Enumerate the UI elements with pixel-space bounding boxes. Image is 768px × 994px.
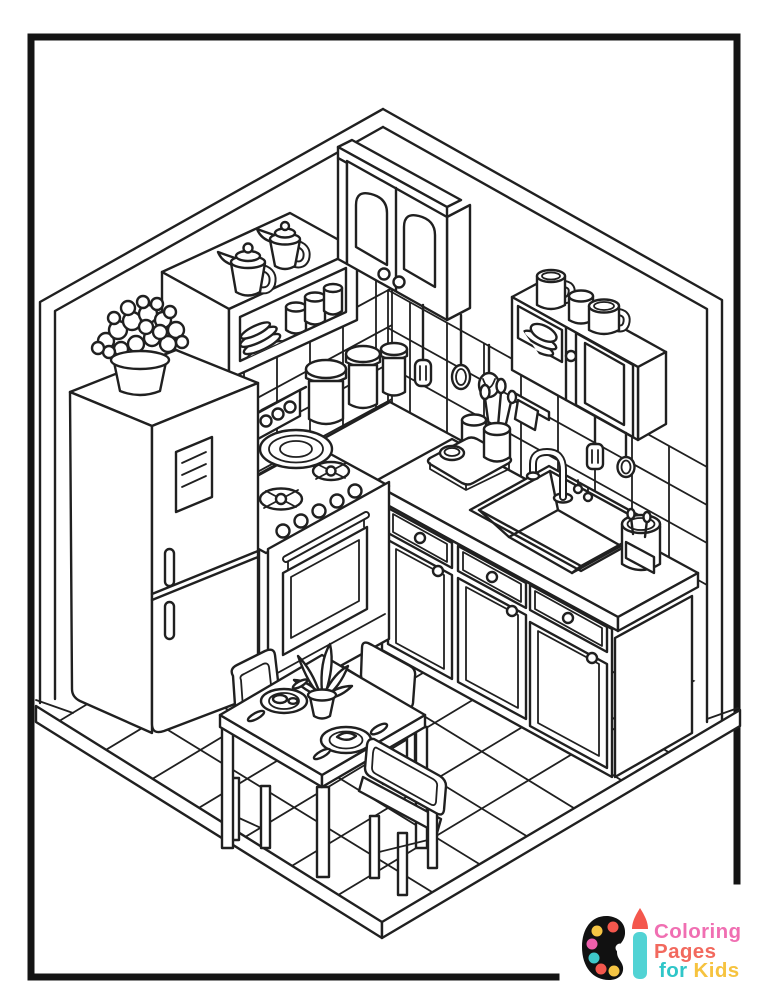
drawers [386,506,609,654]
brush-tip-icon [632,908,648,929]
table-leg [220,725,235,850]
teapot [216,242,277,297]
fridge-handle [163,600,176,641]
logo-word-kids: Kids [694,959,740,982]
cabinet-knob [564,349,578,363]
cookware-pan [258,428,334,470]
fridge-note [174,435,214,514]
table-leg [315,785,331,879]
corner-wall-cabinet [336,138,472,322]
teapot [255,220,311,271]
towel [513,398,540,432]
fridge-handle [163,547,176,588]
logo-line3: for Kids [659,959,740,982]
palette-dot [591,925,603,937]
table-plant [292,642,354,720]
spice-canisters [304,341,409,426]
chair [357,737,448,897]
storage-jar [620,507,662,575]
hanging-utensils [413,303,636,479]
kitchen-counter [370,377,700,779]
cabinet-end-panel [613,594,694,779]
cabinet-knob [392,275,406,289]
wall-cabinet-with-mugs [510,268,668,442]
refrigerator [68,294,260,735]
logo-line1: Coloring [654,920,741,943]
stove-knobs [275,483,363,539]
cups [284,282,344,335]
page-frame [27,33,741,981]
palette-dot [595,963,607,975]
faucet [525,448,594,504]
potted-plant-on-fridge [90,294,190,397]
oven-handle [282,511,370,571]
palette-dot [586,938,598,950]
cabinet-doors [386,538,609,770]
palette-dot [588,952,600,964]
cabinet-knob [377,267,391,281]
burner [258,487,304,511]
logo-word-for: for [659,959,688,982]
brush-handle-icon [633,932,647,979]
wall-shelf-with-teapots [160,211,359,381]
palette-dot [608,965,620,977]
burner [311,460,351,482]
brand-logo: Coloring Pages for Kids [582,908,741,982]
mugs [535,268,631,336]
floor-platform-edge-right [380,708,742,940]
palette-dot [607,921,619,933]
logo-line2: Pages [654,940,716,963]
place-setting [246,678,309,723]
utensil-crock [479,377,518,463]
